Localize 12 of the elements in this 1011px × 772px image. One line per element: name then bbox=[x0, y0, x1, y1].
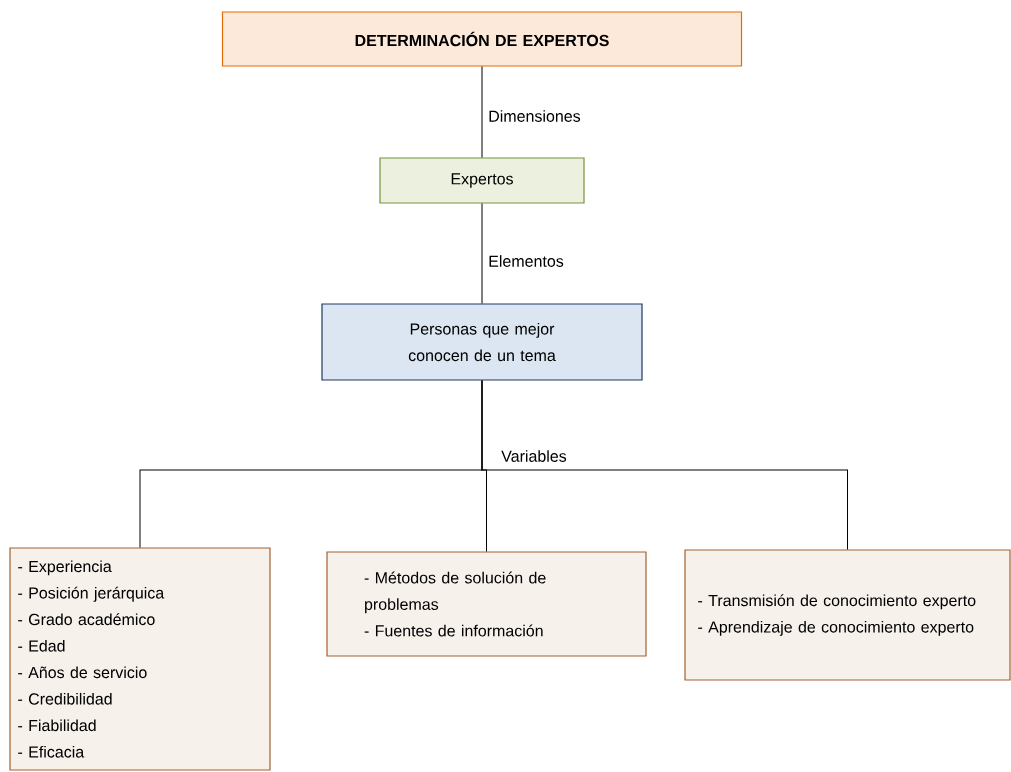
list-box: - Transmisión de conocimiento experto - Aprendizaje de conocimiento experto bbox=[684, 549, 1011, 681]
connector-line bbox=[481, 203, 483, 304]
concept-box: Personas que mejor conocen de un tema bbox=[321, 303, 643, 381]
edge-label: Dimensiones bbox=[487, 109, 582, 123]
category-box: Expertos bbox=[379, 157, 585, 204]
title-box: DETERMINACIÓN DE EXPERTOS bbox=[221, 11, 743, 67]
edge-label: Elementos bbox=[487, 254, 565, 268]
connector-line bbox=[481, 66, 483, 158]
edge-label: Variables bbox=[500, 449, 568, 463]
list-box: - Experiencia - Posición jerárquica - Grado académico - Edad - Años de servicio - Credibilidad - Fiabilidad - Eficacia bbox=[9, 547, 271, 771]
list-box: - Métodos de solución de problemas - Fuentes de información bbox=[326, 551, 647, 657]
connector-line bbox=[481, 380, 848, 550]
